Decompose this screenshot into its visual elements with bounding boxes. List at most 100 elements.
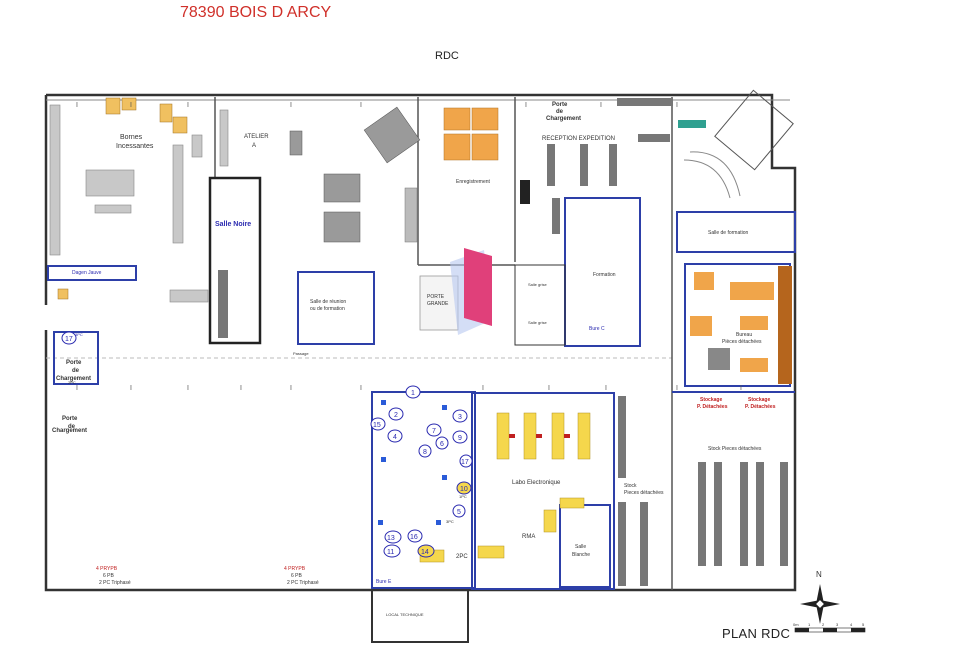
marker-11: 11 — [387, 549, 394, 556]
bureau-label-2: Pièces détachées — [722, 339, 762, 345]
passage-label: Passage — [293, 351, 309, 356]
stockage-1-label-1: Stockage — [700, 397, 722, 403]
north-label: N — [816, 570, 822, 579]
marker-17-top-tag: 3PC — [75, 332, 83, 337]
bureau-c-label: Bure C — [589, 326, 605, 332]
salle-noire-rack — [218, 270, 228, 338]
plan-label: PLAN RDC — [722, 626, 791, 641]
marker-2: 2 — [394, 412, 398, 419]
tag-1pc: 1PC — [459, 494, 467, 499]
stock-left-label-2: Pieces détachées — [624, 490, 664, 496]
reception-label: RECEPTION EXPEDITION — [542, 136, 615, 142]
local-technique-label: LOCAL TECHNIQUE — [386, 612, 424, 617]
bornes-desks — [57, 97, 188, 300]
stock-racks-right — [698, 462, 788, 566]
porte-top-label-2: de — [556, 109, 564, 115]
marker-15: 15 — [373, 422, 381, 429]
marker-numbers: 17 3PC 1 2 3 4 15 7 6 9 8 17 10 5 16 13 … — [65, 332, 469, 556]
scale-1: 1 — [808, 622, 811, 627]
porte-left-2-label-1: Porte — [62, 416, 78, 422]
marker-14-circle — [417, 544, 435, 558]
marker-3: 3 — [458, 414, 462, 421]
atelier-desks — [289, 106, 421, 243]
dagen-label: Dagen Jauve — [72, 270, 102, 276]
salle-noire-label: Salle Noire — [215, 221, 251, 228]
staircase — [683, 89, 794, 199]
salle-grise-1-label: Salle grise — [528, 282, 547, 287]
labo-desks — [419, 412, 591, 563]
salle-noire-room — [208, 176, 262, 345]
marker-4: 4 — [393, 434, 397, 441]
salle-blanche-label-1: Salle — [575, 544, 586, 550]
green-counter — [678, 120, 706, 128]
marker-10-circle — [456, 481, 472, 495]
prises-left-red: 4 PRYPB — [96, 566, 118, 572]
svg-text:I: I — [290, 102, 292, 109]
atelier-label-1: ATELIER — [244, 134, 269, 140]
marker-6: 6 — [440, 441, 444, 448]
svg-text:I: I — [290, 385, 292, 392]
scale-bar — [794, 627, 866, 633]
salle-formation-right-label: Salle de formation — [708, 230, 749, 236]
svg-text:I: I — [605, 385, 607, 392]
porte-grande-label-1: PORTE — [427, 294, 445, 300]
svg-text:I: I — [130, 102, 132, 109]
marker-17-top: 17 — [65, 336, 73, 343]
bornes-label-1: Bornes — [120, 134, 143, 141]
prises-mid-black-1: 6 PB — [291, 573, 303, 579]
atelier-label-2: A — [252, 143, 256, 149]
level-label: RDC — [435, 50, 459, 62]
stockage-2-label-2: P. Détachées — [745, 404, 776, 410]
salle-reunion-label-1: Salle de réunion — [310, 299, 346, 305]
reception-racks — [520, 98, 673, 234]
labo-red-dots — [509, 434, 570, 438]
scale-0: 0m — [793, 622, 799, 627]
marker-5: 5 — [457, 509, 461, 516]
scale-2: 2 — [822, 622, 825, 627]
svg-text:I: I — [76, 385, 78, 392]
enregistrement-label: Enregistrement — [456, 179, 491, 185]
svg-text:I: I — [187, 385, 189, 392]
scale-3: 3 — [836, 622, 839, 627]
svg-text:I: I — [76, 102, 78, 109]
porte-grande-area — [419, 248, 492, 335]
svg-text:I: I — [676, 385, 678, 392]
marker-14: 14 — [421, 549, 429, 556]
svg-text:I: I — [482, 385, 484, 392]
marker-7: 7 — [432, 428, 436, 435]
svg-text:I: I — [600, 102, 602, 109]
porte-left-1-label-1: Porte — [66, 360, 82, 366]
prises-left-black-1: 6 PB — [103, 573, 115, 579]
svg-text:I: I — [548, 385, 550, 392]
bornes-furniture — [49, 104, 229, 303]
salle-blanche-label-2: Blanche — [572, 552, 590, 558]
small-blue-squares — [378, 400, 447, 525]
enregistrement-shelf — [404, 187, 418, 243]
stock-left-label-1: Stock — [624, 483, 637, 489]
formation-label: Formation — [593, 272, 616, 278]
marker-13: 13 — [387, 535, 395, 542]
interior-walls — [214, 97, 673, 590]
svg-text:I: I — [360, 102, 362, 109]
stockage-1-label-2: P. Détachées — [697, 404, 728, 410]
labo-label: Labo Electronique — [512, 480, 561, 486]
svg-text:I: I — [130, 385, 132, 392]
marker-8: 8 — [423, 449, 427, 456]
marker-10: 10 — [460, 486, 468, 493]
stock-right-label: Stock Pieces détachées — [708, 446, 762, 452]
svg-text:I: I — [187, 102, 189, 109]
svg-text:I: I — [740, 385, 742, 392]
tag-2pc-left: 2PC — [68, 380, 76, 385]
bureau-furniture — [690, 266, 792, 384]
porte-top-label-3: Chargement — [546, 116, 581, 122]
marker-circles — [61, 331, 473, 558]
stock-racks-left — [618, 396, 648, 586]
rma-label: RMA — [522, 534, 535, 540]
porte-left-2-label-3: Chargement — [52, 428, 87, 434]
porte-left-1-label-3: Chargement — [56, 376, 91, 382]
prises-mid-black-2: 2 PC Triphasé — [287, 580, 319, 586]
bureau-e-label: Bure E — [376, 579, 392, 585]
salle-reunion-label-2: ou de formation — [310, 306, 345, 312]
svg-text:I: I — [240, 385, 242, 392]
